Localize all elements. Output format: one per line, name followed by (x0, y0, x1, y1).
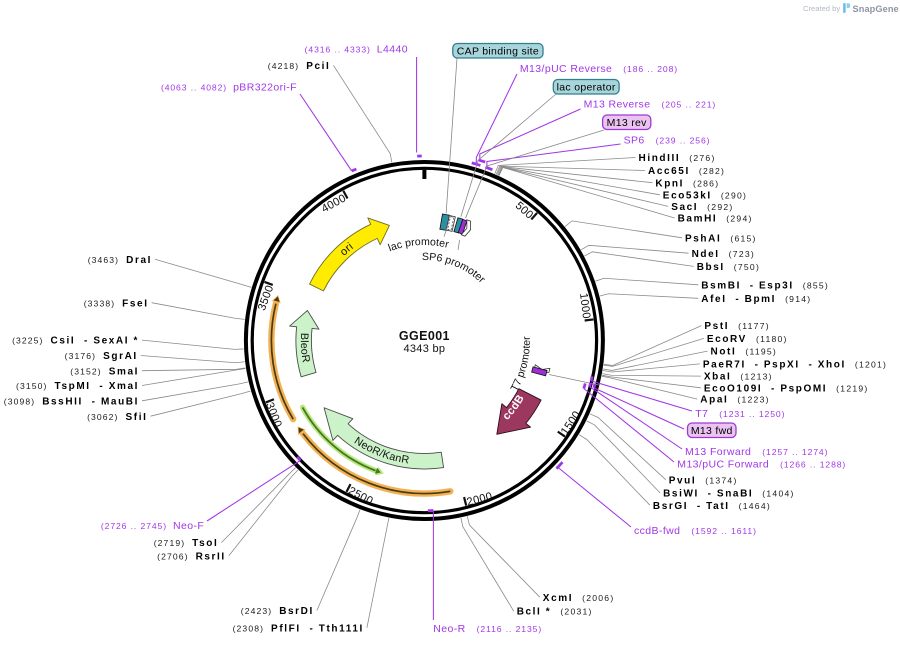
svg-text:M13 rev: M13 rev (607, 117, 647, 129)
svg-text:M13/pUC Forward(1266 .. 1288): M13/pUC Forward(1266 .. 1288) (677, 459, 846, 471)
svg-text:(2706)RsrII: (2706)RsrII (157, 551, 226, 562)
svg-text:(3176)SgrAI: (3176)SgrAI (65, 351, 138, 362)
svg-text:SP6(239 .. 256): SP6(239 .. 256) (624, 135, 711, 147)
svg-text:SnapGene: SnapGene (853, 4, 899, 14)
svg-text:Eco53kI(290): Eco53kI(290) (663, 190, 747, 201)
svg-text:lac operator: lac operator (557, 82, 616, 94)
svg-text:EcoO109I - PspOMI(1219): EcoO109I - PspOMI(1219) (704, 383, 869, 394)
svg-text:(3152)SmaI: (3152)SmaI (70, 366, 139, 377)
svg-text:BsrGI - TatI(1464): BsrGI - TatI(1464) (653, 501, 771, 512)
svg-text:BsiWI - SnaBI(1404): BsiWI - SnaBI(1404) (663, 489, 795, 500)
svg-text:HindIII(276): HindIII(276) (639, 153, 716, 164)
svg-text:(4316 .. 4333)L4440: (4316 .. 4333)L4440 (305, 44, 408, 56)
svg-text:(2719)TsoI: (2719)TsoI (154, 538, 219, 549)
svg-text:Created by: Created by (803, 4, 840, 13)
svg-text:CAP binding site: CAP binding site (457, 46, 539, 58)
svg-text:(2726 .. 2745)Neo-F: (2726 .. 2745)Neo-F (101, 520, 204, 532)
svg-text:(3225)CsiI - SexAI *: (3225)CsiI - SexAI * (12, 336, 139, 347)
svg-text:(3463)DraI: (3463)DraI (88, 255, 152, 266)
svg-text:ccdB-fwd(1592 .. 1611): ccdB-fwd(1592 .. 1611) (634, 525, 757, 537)
svg-text:4343 bp: 4343 bp (403, 343, 445, 355)
svg-text:M13 Reverse(205 .. 221): M13 Reverse(205 .. 221) (584, 99, 717, 111)
svg-text:EcoRV(1180): EcoRV(1180) (707, 334, 788, 345)
svg-text:(4218)PciI: (4218)PciI (268, 61, 331, 72)
svg-text:AfeI - BpmI(914): AfeI - BpmI(914) (701, 294, 811, 305)
svg-text:(3098)BssHII - MauBI: (3098)BssHII - MauBI (4, 396, 139, 407)
svg-text:PshAI(615): PshAI(615) (685, 233, 757, 244)
svg-text:M13/pUC Reverse(186 .. 208): M13/pUC Reverse(186 .. 208) (520, 63, 678, 75)
svg-text:BsmBI - Esp3I(855): BsmBI - Esp3I(855) (701, 280, 829, 291)
svg-text:Acc65I(282): Acc65I(282) (648, 166, 725, 177)
svg-text:Neo-R(2116 .. 2135): Neo-R(2116 .. 2135) (433, 623, 542, 635)
svg-text:(2308)PflFI - Tth111I: (2308)PflFI - Tth111I (233, 623, 364, 634)
svg-text:PaeR7I - PspXI - XhoI(1201): PaeR7I - PspXI - XhoI(1201) (703, 360, 887, 371)
svg-text:M13 fwd: M13 fwd (691, 425, 733, 437)
svg-text:(2423)BsrDI: (2423)BsrDI (241, 606, 314, 617)
svg-text:1000: 1000 (577, 292, 592, 319)
svg-text:GGE001: GGE001 (399, 329, 450, 343)
svg-text:(3150)TspMI - XmaI: (3150)TspMI - XmaI (16, 381, 139, 392)
svg-text:(4063 .. 4082)pBR322ori-F: (4063 .. 4082)pBR322ori-F (161, 81, 297, 93)
svg-text:BamHI(294): BamHI(294) (678, 214, 753, 225)
svg-text:(3062)SfiI: (3062)SfiI (87, 412, 147, 423)
svg-text:(3338)FseI: (3338)FseI (84, 298, 149, 309)
svg-text:BleoR: BleoR (298, 333, 312, 364)
